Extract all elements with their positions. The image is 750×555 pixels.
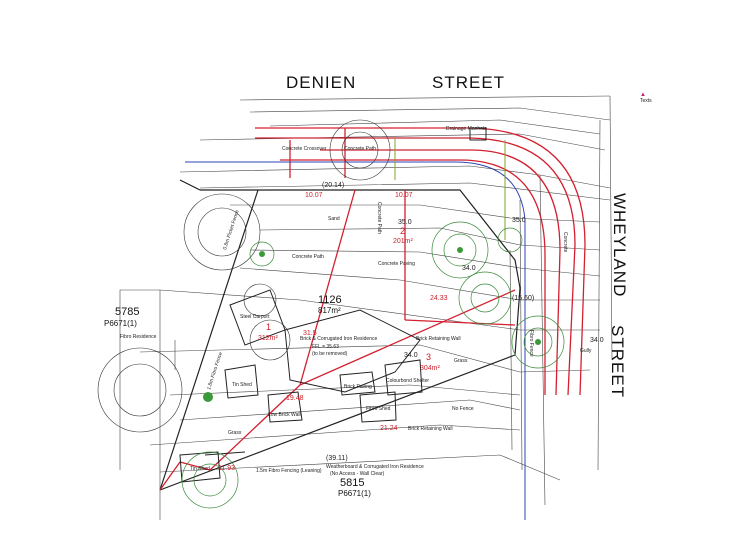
label-concrete-pathway: Concrete Path bbox=[292, 254, 324, 260]
lot-plan-west: P6671(1) bbox=[104, 319, 137, 328]
sublot-number-1: 1 bbox=[266, 322, 271, 332]
lot-number-west: 5785 bbox=[115, 306, 139, 318]
dimension-south: (39.11) bbox=[326, 455, 348, 462]
label-low-brick-wall: Low Brick Wall bbox=[268, 412, 301, 418]
label-fence-east: Fibro Fence bbox=[528, 330, 534, 357]
west-lot-outline bbox=[119, 289, 176, 520]
label-brick-paving: Brick Paving bbox=[344, 384, 372, 390]
level-1: 35.0 bbox=[398, 219, 412, 226]
corner-note: Texts bbox=[640, 98, 652, 104]
sublot-area-3: 304m² bbox=[420, 365, 441, 372]
level-3: 34.0 bbox=[404, 352, 418, 359]
label-tin-shed-2: Tin Shed bbox=[190, 466, 210, 472]
tree-trunk-marker bbox=[259, 251, 265, 257]
sublot-number-2: 2 bbox=[400, 226, 405, 236]
label-residence: Brick & Corrugated Iron Residence bbox=[300, 336, 377, 342]
dimension-d4: 31.5 bbox=[303, 330, 317, 337]
label-grass-south: Grass bbox=[228, 430, 242, 436]
lot-area-main: 817m² bbox=[318, 306, 341, 315]
dimension-east: (15.60) bbox=[512, 295, 534, 302]
label-fibro-fencing: 1.5m Fibro Fencing (Leaning) bbox=[256, 468, 322, 474]
label-fibro-shed: Fibro Shed bbox=[366, 406, 391, 412]
label-colourbond-shelter: Colourbond Shelter bbox=[386, 378, 429, 384]
label-removed: (to be removed) bbox=[312, 351, 348, 357]
dimension-d2: 10.07 bbox=[395, 192, 413, 199]
label-drainage: Drainage Manhole bbox=[446, 126, 487, 132]
label-no-fence: No Fence bbox=[452, 406, 474, 412]
road-kerb-lines bbox=[255, 127, 586, 396]
dimension-d3: 24.33 bbox=[430, 295, 448, 302]
tree-trunk-marker bbox=[203, 392, 213, 402]
sublot-area-1: 312m² bbox=[258, 335, 279, 342]
buildings bbox=[179, 127, 487, 483]
level-5: 34.0 bbox=[462, 265, 476, 272]
level-2: 35.0 bbox=[512, 217, 526, 224]
green-trees bbox=[181, 221, 565, 509]
label-sand: Sand bbox=[328, 216, 340, 222]
street-name-wheyland: WHEYLAND bbox=[610, 193, 629, 297]
label-fence-west: 1.8m Fibro Fence bbox=[206, 351, 224, 390]
north-arrow-icon: ▲ bbox=[640, 92, 646, 98]
label-fibro-residence: Fibro Residence bbox=[120, 334, 157, 340]
trees bbox=[97, 119, 391, 433]
street-name-denien: DENIEN bbox=[286, 73, 356, 92]
dimension-d7: 11.93 bbox=[218, 465, 235, 472]
sublot-area-2: 201m² bbox=[393, 238, 414, 245]
label-concrete-path-mid: Concrete Path bbox=[376, 202, 382, 234]
label-no-access: (No Access - Wall Clear) bbox=[330, 471, 385, 477]
label-ffl: FFL = 35.63 bbox=[312, 344, 339, 350]
label-fence-nw: 0.8m Picket Fence bbox=[222, 209, 241, 250]
label-steel-carport: Steel Carport bbox=[240, 314, 270, 320]
label-brick-retaining-wall-2: Brick Retaining Wall bbox=[408, 426, 453, 432]
label-brick-retaining-wall: Brick Retaining Wall bbox=[416, 336, 461, 342]
street-name-wheyland-suffix: STREET bbox=[608, 325, 627, 398]
contour-lines bbox=[139, 95, 613, 506]
dimension-north: (20.14) bbox=[322, 182, 344, 189]
label-gully: Gully bbox=[580, 348, 592, 354]
label-crossover: Concrete Crossover bbox=[282, 146, 327, 152]
label-concrete-east: Concrete bbox=[562, 232, 568, 253]
dimension-d1: 10.07 bbox=[305, 192, 323, 199]
street-name-denien-suffix: STREET bbox=[432, 73, 505, 92]
dimension-d5: 21.24 bbox=[380, 425, 398, 432]
tree-trunk-marker bbox=[457, 247, 463, 253]
tree-trunk-marker bbox=[535, 339, 541, 345]
sublot-number-3: 3 bbox=[426, 352, 431, 362]
label-tin-shed: Tin Shed bbox=[232, 382, 252, 388]
level-4: 34.0 bbox=[590, 337, 604, 344]
label-concrete-paving: Concrete Paving bbox=[378, 261, 415, 267]
lot-number-south: 5815 bbox=[340, 477, 364, 489]
lot-boundary bbox=[159, 179, 521, 491]
lot-plan-south: P6671(1) bbox=[338, 489, 371, 498]
label-weatherboard: Weatherboard & Corrugated Iron Residence bbox=[326, 464, 424, 470]
dimension-d6: 19.48 bbox=[286, 395, 304, 402]
lot-number-main: 1126 bbox=[318, 294, 342, 306]
label-concrete-path-top: Concrete Path bbox=[344, 146, 376, 152]
label-grass-east: Grass bbox=[454, 358, 468, 364]
service-lines bbox=[185, 138, 526, 520]
subdivision-lines bbox=[159, 189, 516, 491]
